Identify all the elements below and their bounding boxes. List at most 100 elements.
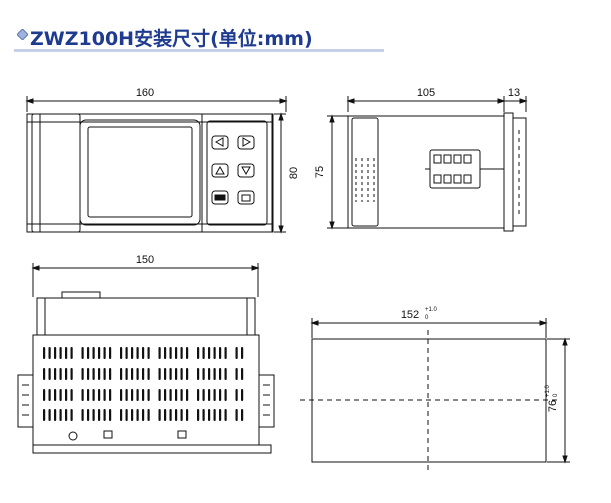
vent-slot bbox=[158, 368, 161, 380]
front-height-label: 80 bbox=[288, 167, 300, 179]
vent-slot bbox=[87, 409, 90, 421]
vent-slot bbox=[202, 389, 205, 401]
vent-slot bbox=[70, 368, 73, 380]
vent-slot bbox=[48, 368, 51, 380]
vent-slot bbox=[136, 368, 139, 380]
vent-slot bbox=[142, 409, 145, 421]
vent-slot bbox=[213, 347, 216, 359]
side-height-label: 75 bbox=[314, 166, 326, 178]
vent-slot bbox=[98, 389, 101, 401]
vent-slot bbox=[169, 389, 172, 401]
vent-slot bbox=[81, 347, 84, 359]
vent-slot bbox=[224, 389, 227, 401]
vent-slot bbox=[43, 409, 46, 421]
cutout-height-tol-upper: +1.0 bbox=[545, 384, 551, 397]
vent-slot bbox=[169, 347, 172, 359]
vent-slot bbox=[87, 389, 90, 401]
vent-slot bbox=[180, 409, 183, 421]
vent-slot bbox=[109, 368, 112, 380]
vent-slot bbox=[81, 368, 84, 380]
vent-slot bbox=[92, 347, 95, 359]
vent-slot bbox=[235, 409, 238, 421]
cutout-height-tol-lower: 0 bbox=[553, 393, 559, 397]
vent-slot bbox=[98, 409, 101, 421]
vent-slot bbox=[59, 409, 62, 421]
vent-slot bbox=[180, 389, 183, 401]
vent-slot bbox=[65, 389, 68, 401]
vent-slot bbox=[241, 368, 244, 380]
vent-slot bbox=[70, 347, 73, 359]
front-width-label: 160 bbox=[136, 87, 154, 99]
vent-slot bbox=[43, 368, 46, 380]
vent-slot bbox=[158, 409, 161, 421]
vent-slot bbox=[81, 389, 84, 401]
vent-slot bbox=[208, 347, 211, 359]
vent-slot bbox=[65, 347, 68, 359]
vent-slot bbox=[136, 389, 139, 401]
bottom-width-label: 150 bbox=[136, 254, 154, 266]
vent-slot bbox=[147, 409, 150, 421]
vent-slot bbox=[158, 389, 161, 401]
vent-slot bbox=[54, 389, 57, 401]
vent-slot bbox=[92, 409, 95, 421]
vent-slot bbox=[142, 368, 145, 380]
vent-slot bbox=[125, 347, 128, 359]
vent-slot bbox=[202, 368, 205, 380]
vent-slot bbox=[169, 368, 172, 380]
side-depth-label: 105 bbox=[417, 87, 435, 99]
vent-slot bbox=[164, 389, 167, 401]
vent-slot bbox=[175, 347, 178, 359]
vent-slot bbox=[164, 368, 167, 380]
vent-slot bbox=[131, 368, 134, 380]
vent-slot bbox=[109, 347, 112, 359]
vent-slot bbox=[59, 368, 62, 380]
cutout-width-tol-lower: 0 bbox=[425, 315, 429, 321]
vent-slot bbox=[81, 409, 84, 421]
diamond-bullet-icon bbox=[17, 29, 28, 40]
vent-slot bbox=[241, 409, 244, 421]
vent-slot bbox=[219, 368, 222, 380]
vent-slot bbox=[175, 389, 178, 401]
vent-slot bbox=[43, 389, 46, 401]
vent-slot bbox=[147, 368, 150, 380]
vent-slot bbox=[120, 347, 123, 359]
vent-slot bbox=[65, 368, 68, 380]
vent-slot bbox=[186, 389, 189, 401]
vent-slot bbox=[120, 409, 123, 421]
vent-slot bbox=[125, 409, 128, 421]
side-bezel-label: 13 bbox=[508, 87, 520, 99]
vent-slot bbox=[213, 389, 216, 401]
vent-slot bbox=[142, 347, 145, 359]
vent-slot bbox=[202, 347, 205, 359]
vent-slot bbox=[92, 389, 95, 401]
vent-slot bbox=[109, 389, 112, 401]
vent-slot bbox=[224, 409, 227, 421]
vent-slot bbox=[197, 409, 200, 421]
vent-slot bbox=[208, 409, 211, 421]
vent-slot bbox=[131, 389, 134, 401]
vent-slot bbox=[98, 368, 101, 380]
side-view bbox=[327, 96, 528, 232]
vent-slot bbox=[213, 409, 216, 421]
vent-slot bbox=[65, 409, 68, 421]
vent-slot bbox=[219, 409, 222, 421]
vent-slot bbox=[158, 347, 161, 359]
vent-slot bbox=[54, 347, 57, 359]
vent-slot bbox=[103, 389, 106, 401]
vent-slot bbox=[169, 409, 172, 421]
vent-slot bbox=[92, 368, 95, 380]
vent-slot bbox=[109, 409, 112, 421]
vent-slot bbox=[70, 389, 73, 401]
vent-slot bbox=[48, 347, 51, 359]
vent-slot bbox=[186, 409, 189, 421]
vent-slot bbox=[241, 347, 244, 359]
title-underline bbox=[14, 49, 384, 52]
vent-slot bbox=[136, 347, 139, 359]
vent-slot bbox=[235, 347, 238, 359]
vent-slot bbox=[197, 347, 200, 359]
vent-slot bbox=[175, 409, 178, 421]
vent-slot bbox=[54, 409, 57, 421]
vent-slot bbox=[235, 389, 238, 401]
vent-slot bbox=[131, 409, 134, 421]
